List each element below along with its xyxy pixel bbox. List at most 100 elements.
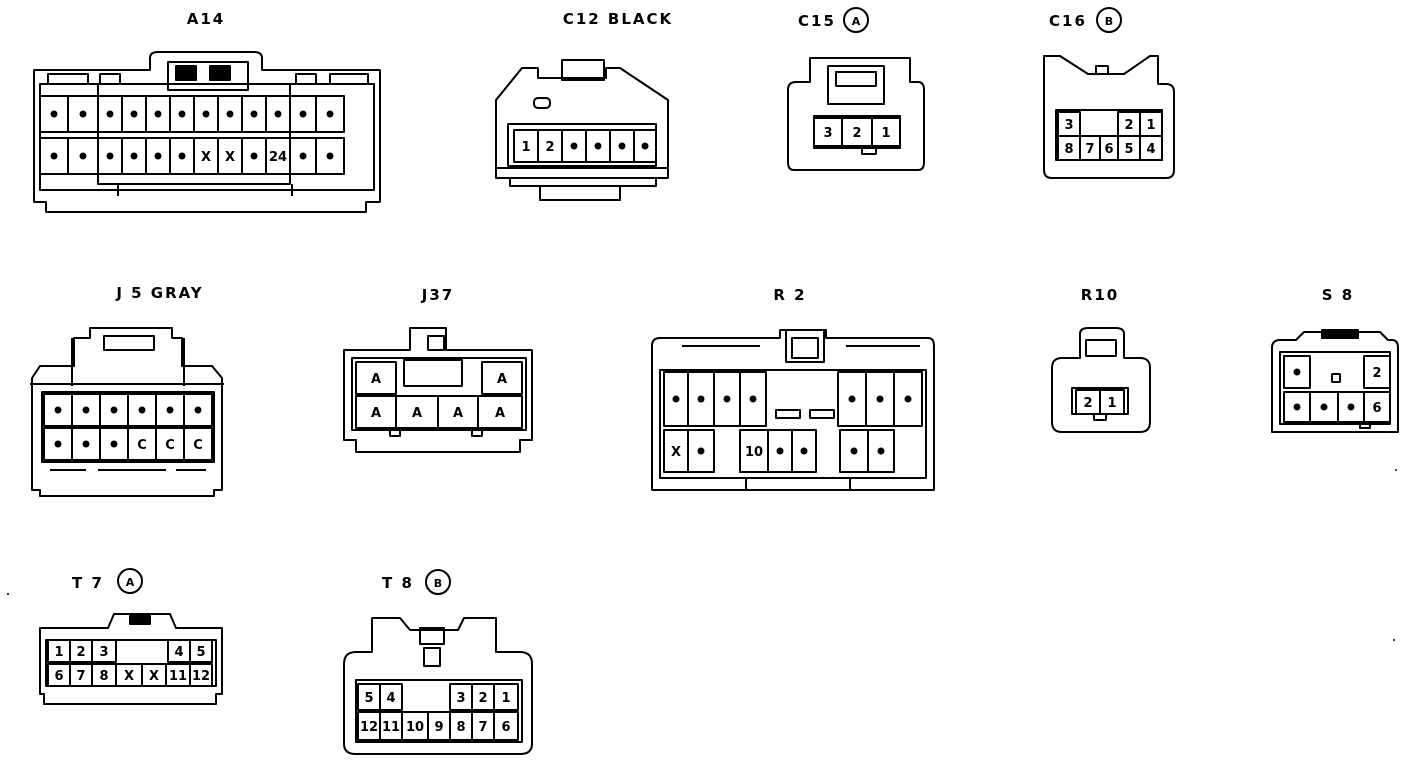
pin-label: 7 bbox=[76, 669, 85, 684]
pin-label: 7 bbox=[1085, 142, 1094, 157]
pin-cell bbox=[91, 639, 117, 663]
pin-dot bbox=[250, 152, 258, 160]
pin-dot bbox=[672, 395, 680, 403]
pin-dot bbox=[130, 152, 138, 160]
svg-text:B: B bbox=[434, 577, 442, 590]
pin-dot bbox=[130, 110, 138, 118]
pin-label: A bbox=[495, 406, 505, 421]
pin-label: 11 bbox=[382, 720, 400, 735]
pin-label: 7 bbox=[478, 720, 487, 735]
pin-dot bbox=[154, 152, 162, 160]
connector-label-R2: R 2 bbox=[773, 286, 806, 304]
pin-dot bbox=[326, 110, 334, 118]
pin-dot bbox=[1320, 403, 1328, 411]
pin-label: C bbox=[193, 438, 203, 453]
pin-cell bbox=[1283, 355, 1311, 389]
badge-B bbox=[1096, 7, 1122, 33]
connector-label-R10: R10 bbox=[1081, 286, 1119, 304]
pin-label: X bbox=[201, 150, 211, 165]
pin-dot bbox=[877, 447, 885, 455]
specks bbox=[7, 469, 1397, 641]
pin-label: 2 bbox=[478, 691, 487, 706]
pin-dot bbox=[570, 142, 578, 150]
pin-label: 6 bbox=[1104, 142, 1113, 157]
pin-cell bbox=[315, 137, 345, 175]
pin-label: X bbox=[149, 669, 159, 684]
pin-dot bbox=[79, 110, 87, 118]
connector-label-A14: A14 bbox=[187, 10, 225, 28]
pin-label: C bbox=[165, 438, 175, 453]
pin-label: 11 bbox=[169, 669, 187, 684]
pin-dot bbox=[697, 395, 705, 403]
pin-label: X bbox=[225, 150, 235, 165]
pin-dot bbox=[110, 440, 118, 448]
pin-label: 9 bbox=[434, 720, 443, 735]
pin-cell bbox=[633, 129, 657, 163]
pin-cell bbox=[493, 683, 519, 711]
pin-cell bbox=[315, 95, 345, 133]
pin-label: 5 bbox=[1124, 142, 1133, 157]
pin-cell bbox=[791, 429, 817, 473]
pin-dot bbox=[776, 447, 784, 455]
pin-cell bbox=[355, 361, 397, 395]
pin-cell bbox=[739, 371, 767, 427]
pin-label: 10 bbox=[745, 445, 763, 460]
connector-S8: S 8 26 bbox=[1271, 286, 1399, 433]
pin-dot bbox=[178, 110, 186, 118]
pin-label: X bbox=[124, 669, 134, 684]
pin-label: 2 bbox=[1083, 396, 1092, 411]
pin-label: 1 bbox=[1146, 118, 1155, 133]
pin-cell bbox=[183, 427, 213, 461]
pin-label: C bbox=[137, 438, 147, 453]
pin-label: 6 bbox=[501, 720, 510, 735]
pin-cell bbox=[1139, 135, 1163, 161]
pin-label: 2 bbox=[545, 140, 554, 155]
connector-label-C12: C12 BLACK bbox=[563, 10, 673, 28]
pin-dot bbox=[904, 395, 912, 403]
pin-dot bbox=[138, 406, 146, 414]
pin-dot bbox=[641, 142, 649, 150]
pin-label: 1 bbox=[54, 645, 63, 660]
pin-label: 12 bbox=[192, 669, 210, 684]
pin-label: A bbox=[453, 406, 463, 421]
pin-label: 2 bbox=[1372, 366, 1381, 381]
pin-cell bbox=[477, 395, 523, 429]
pin-dot bbox=[848, 395, 856, 403]
pin-dot bbox=[50, 110, 58, 118]
pin-dot bbox=[594, 142, 602, 150]
pin-label: 3 bbox=[1064, 118, 1073, 133]
pin-label: 2 bbox=[852, 126, 861, 141]
pin-dot bbox=[178, 152, 186, 160]
pin-label: 1 bbox=[881, 126, 890, 141]
pin-label: 3 bbox=[823, 126, 832, 141]
pin-label: 1 bbox=[521, 140, 530, 155]
pin-cell bbox=[1363, 355, 1391, 389]
pin-label: A bbox=[371, 406, 381, 421]
pin-label: 3 bbox=[456, 691, 465, 706]
pin-dot bbox=[54, 440, 62, 448]
badge-A bbox=[843, 7, 869, 33]
pin-label: 5 bbox=[196, 645, 205, 660]
pin-dot bbox=[54, 406, 62, 414]
pin-label: 5 bbox=[364, 691, 373, 706]
pin-label: 8 bbox=[99, 669, 108, 684]
pin-label: 1 bbox=[1107, 396, 1116, 411]
pin-label: 1 bbox=[501, 691, 510, 706]
pin-cell bbox=[189, 663, 213, 687]
pin-dot bbox=[106, 110, 114, 118]
pin-dot bbox=[723, 395, 731, 403]
pin-dot bbox=[106, 152, 114, 160]
badge-B bbox=[425, 569, 451, 595]
pin-label: 6 bbox=[1372, 401, 1381, 416]
pin-cell bbox=[481, 361, 523, 395]
pin-dot bbox=[618, 142, 626, 150]
pin-dot bbox=[697, 447, 705, 455]
